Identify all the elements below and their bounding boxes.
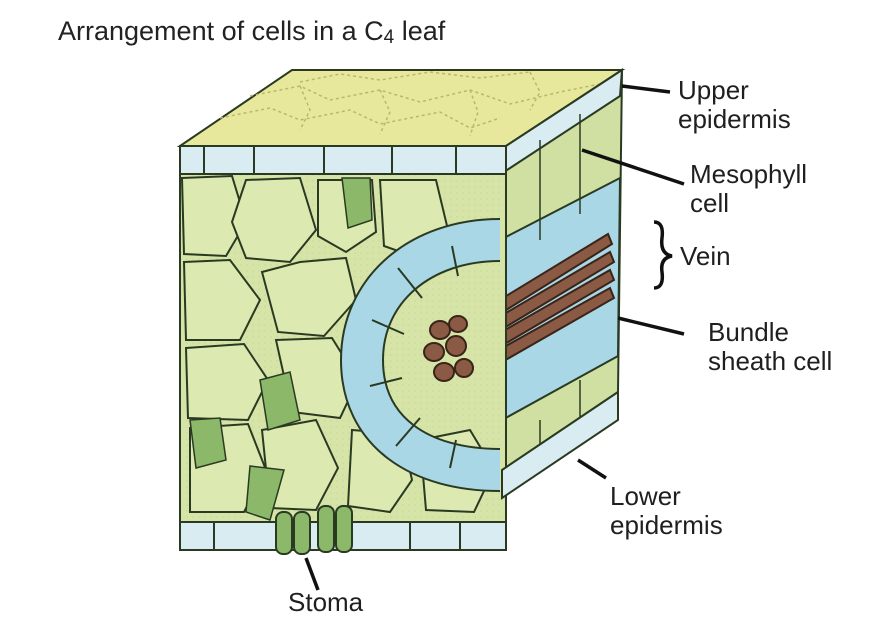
label-stoma: Stoma <box>288 588 363 617</box>
label-vein: Vein <box>680 242 731 271</box>
front-face <box>180 146 506 554</box>
upper-epidermis-cells <box>180 146 506 174</box>
diagram-title: Arrangement of cells in a C4 leaf <box>58 16 445 49</box>
